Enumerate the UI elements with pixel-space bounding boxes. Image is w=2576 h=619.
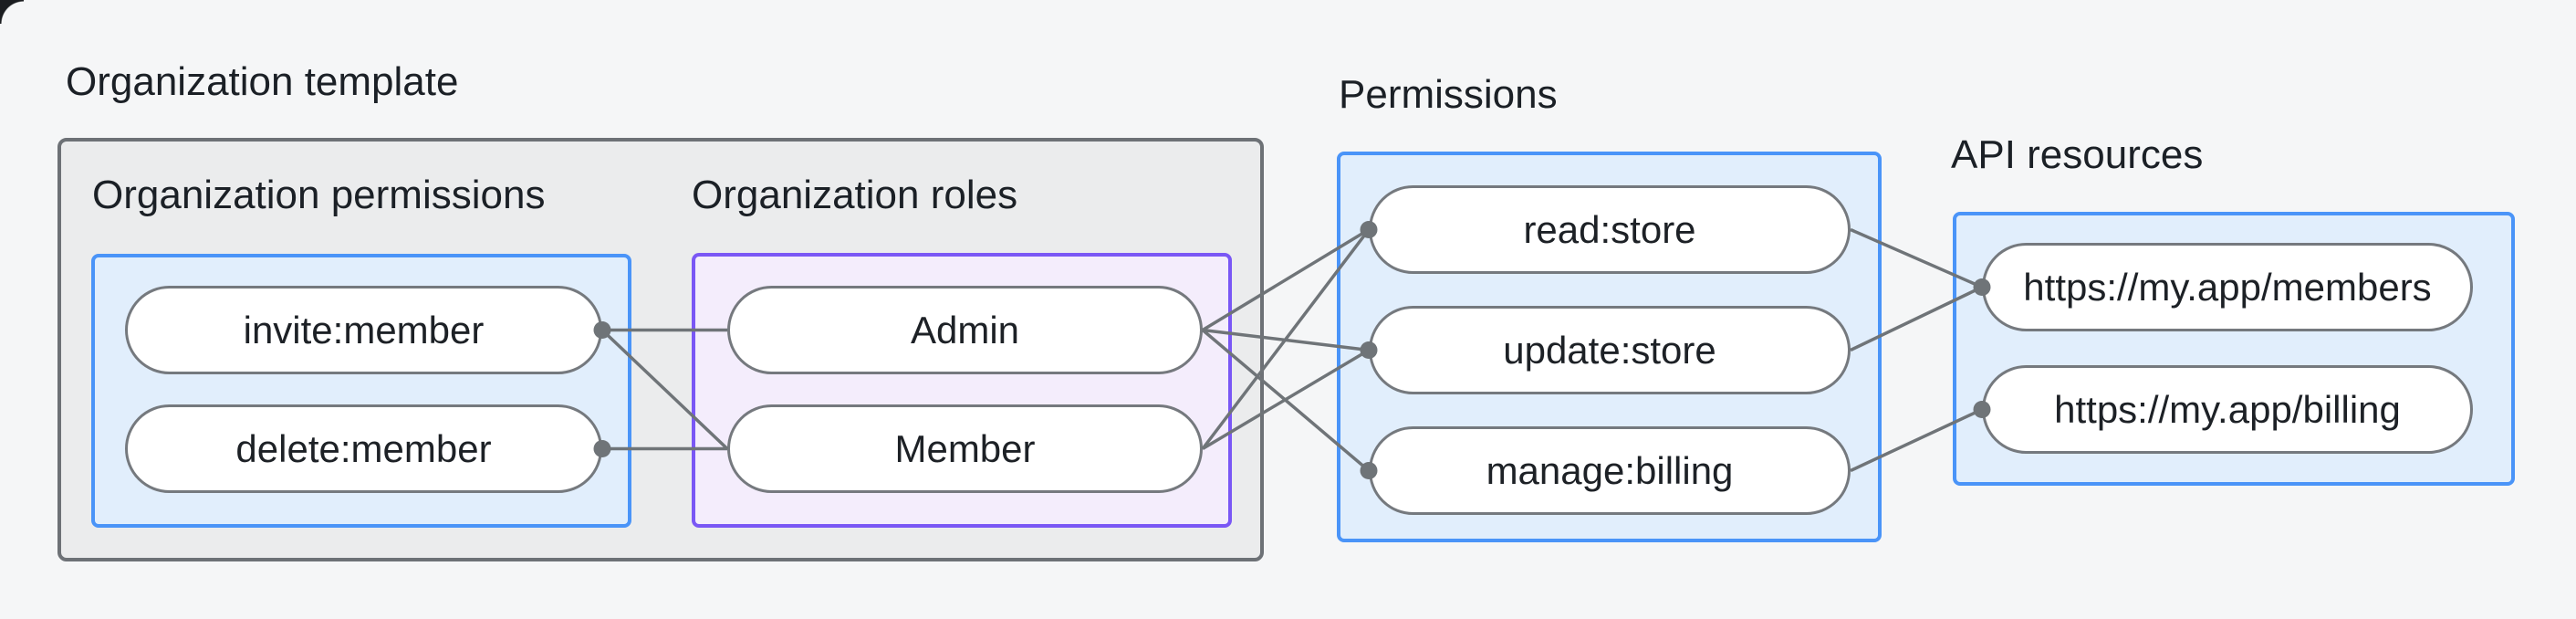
pill-admin: Admin [727,286,1203,374]
pill-api-members: https://my.app/members [1982,243,2473,331]
pill-delete-member: delete:member [125,404,602,493]
pill-manage-billing: manage:billing [1369,426,1851,515]
pill-invite-member: invite:member [125,286,602,374]
organization-permissions-label: Organization permissions [92,173,546,217]
pill-member: Member [727,404,1203,493]
window-corner [0,0,24,24]
api-resources-label: API resources [1951,132,2204,177]
permissions-label: Permissions [1339,72,1558,117]
organization-roles-label: Organization roles [692,173,1018,217]
pill-read-store: read:store [1369,185,1851,274]
pill-update-store: update:store [1369,306,1851,394]
pill-api-billing: https://my.app/billing [1982,365,2473,454]
organization-template-label: Organization template [66,59,459,104]
